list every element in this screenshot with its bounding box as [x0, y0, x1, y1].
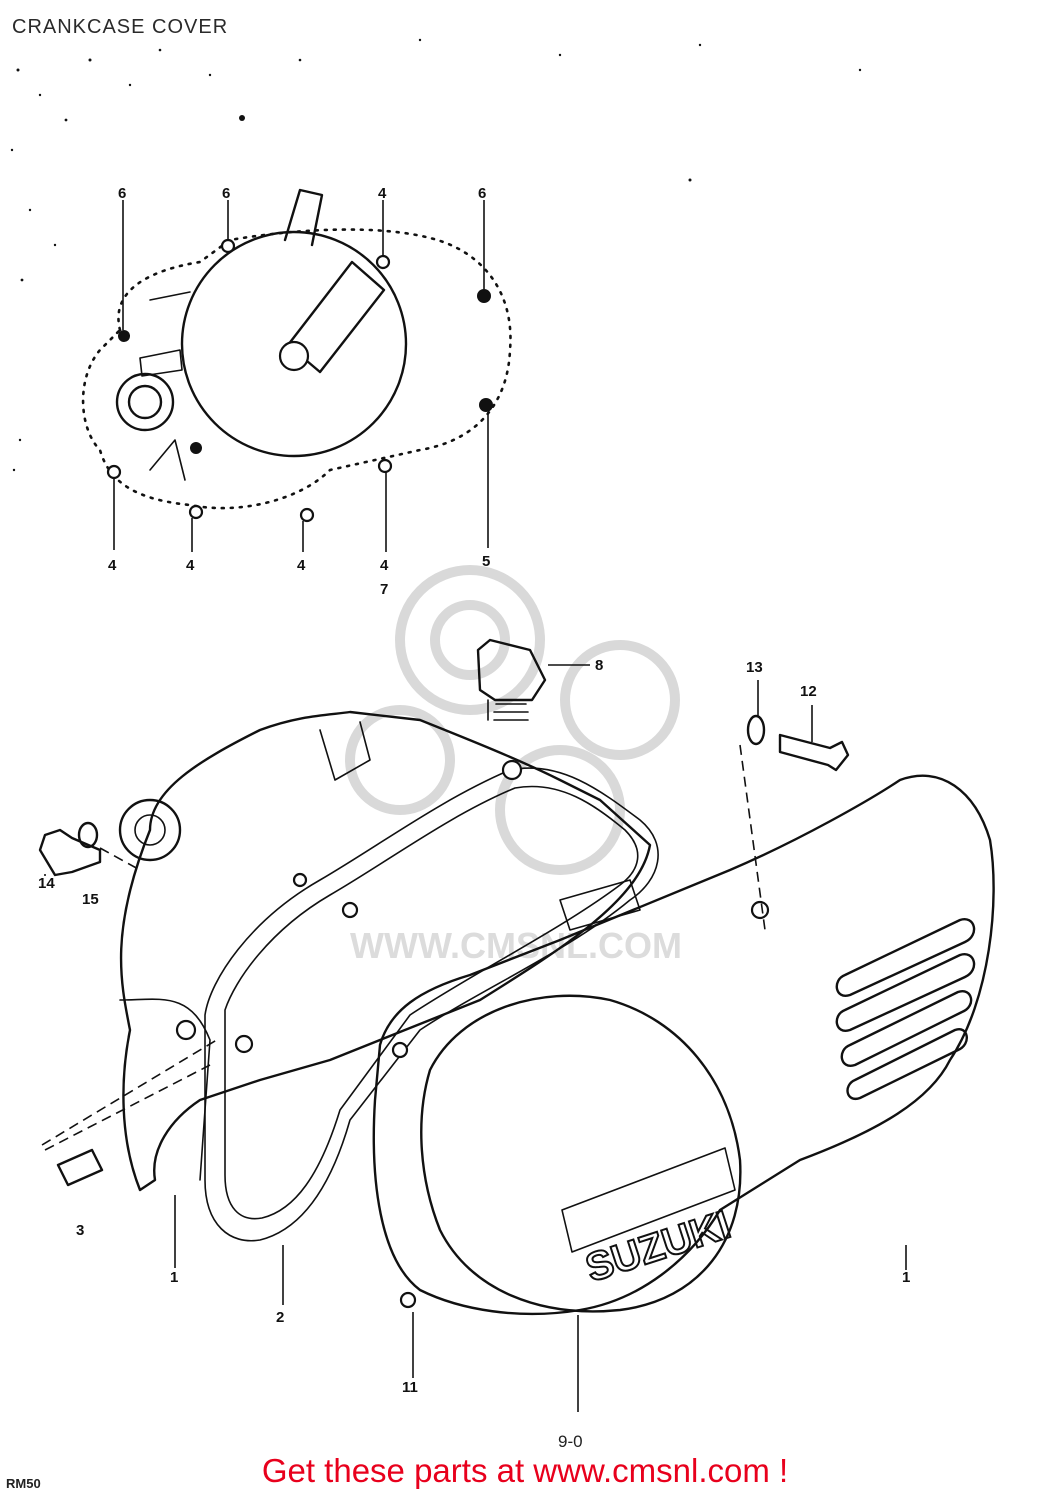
- callout-number: 4: [108, 557, 117, 574]
- diagram-title: CRANKCASE COVER: [12, 16, 229, 38]
- callout-number: 11: [402, 1379, 418, 1396]
- crankcase-left-half: [118, 710, 652, 1192]
- callout-number: 15: [82, 891, 99, 908]
- callout-number: 2: [276, 1309, 284, 1326]
- callout-number: 4: [297, 557, 306, 574]
- dowel-pin: [41, 1037, 221, 1187]
- callout-number: 12: [800, 683, 817, 700]
- callout-number: 4: [186, 557, 195, 574]
- cmsnl-watermark: WWW.CMSNL.COM: [345, 565, 682, 966]
- callout-number: 8: [595, 657, 603, 674]
- callout-number: 1: [170, 1269, 178, 1286]
- callout-number: 6: [222, 185, 230, 202]
- oil-filler-plug: [476, 638, 590, 721]
- model-code: RM50: [6, 1476, 41, 1491]
- callout-number: 6: [118, 185, 126, 202]
- callout-number: 4: [380, 557, 389, 574]
- watermark-text: WWW.CMSNL.COM: [350, 925, 682, 966]
- callout-number: 1: [902, 1269, 910, 1286]
- callout-number: 6: [478, 185, 486, 202]
- clutch-cover-assembly: [81, 188, 512, 552]
- figure-number: 9-0: [558, 1432, 583, 1451]
- bolt-and-washer-right: [739, 680, 850, 931]
- crankcase-gasket: [204, 759, 659, 1242]
- callout-number: 4: [378, 185, 387, 202]
- callout-number: 7: [380, 581, 388, 598]
- callout-numbers: 6 6 4 6 4 4 4 4 7 5 8 13 12 14 15 3 1 2 …: [38, 185, 910, 1396]
- callout-number: 3: [76, 1222, 84, 1239]
- callout-number: 13: [746, 659, 763, 676]
- callout-number: 5: [482, 553, 490, 570]
- footer-parts-link[interactable]: Get these parts at www.cmsnl.com !: [261, 1452, 789, 1489]
- bolt-and-washer-left: [38, 821, 141, 877]
- crankcase-cover-right: [372, 774, 995, 1316]
- callout-number: 14: [38, 875, 55, 892]
- scan-noise: [10, 38, 862, 472]
